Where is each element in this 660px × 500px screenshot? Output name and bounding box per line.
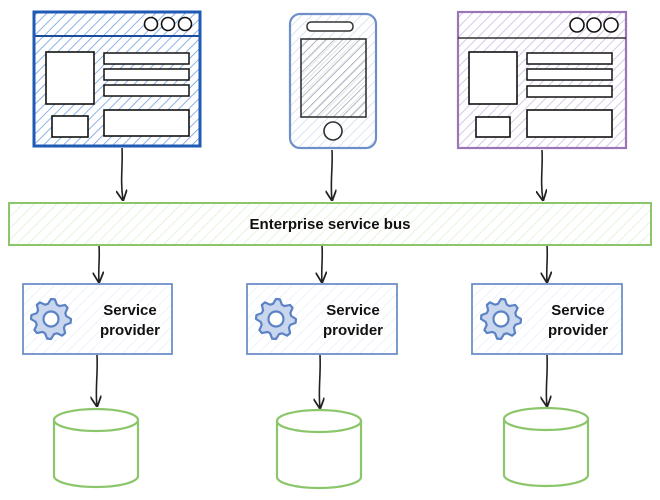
gear-icon bbox=[29, 297, 73, 341]
browser-window-icon bbox=[32, 10, 202, 148]
enterprise-service-bus bbox=[8, 202, 652, 246]
service-provider-label-line1: Service bbox=[103, 302, 157, 319]
gear-icon bbox=[479, 297, 523, 341]
database-icon bbox=[502, 406, 590, 488]
service-provider-label-line1: Service bbox=[326, 302, 380, 319]
bus-to-provider-arrows bbox=[99, 245, 548, 282]
browser-window-icon bbox=[456, 10, 628, 150]
service-provider-label: Service provider bbox=[85, 301, 175, 341]
bus-label: Enterprise service bus bbox=[249, 216, 411, 233]
service-provider-label: Service provider bbox=[308, 301, 398, 341]
service-provider-label-line2: provider bbox=[99, 322, 160, 339]
mobile-phone-icon bbox=[288, 12, 378, 150]
service-provider-label: Service provider bbox=[533, 301, 623, 341]
database-icon bbox=[275, 408, 363, 490]
service-provider-label-line2: provider bbox=[322, 322, 383, 339]
client-to-bus-arrows bbox=[122, 147, 543, 200]
provider-to-database-arrows bbox=[96, 354, 547, 408]
service-provider-label-line1: Service bbox=[551, 302, 605, 319]
database-icon bbox=[52, 407, 140, 489]
gear-icon bbox=[254, 297, 298, 341]
service-provider-label-line2: provider bbox=[547, 322, 608, 339]
